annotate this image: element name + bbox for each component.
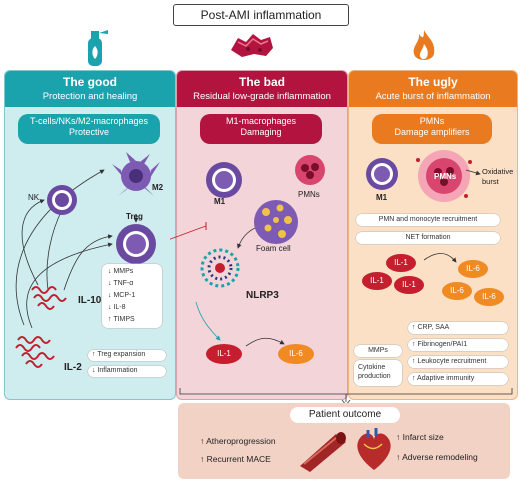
bad-il6-badge: IL-6	[278, 344, 314, 364]
il10-effect: ↓ IL-8	[108, 304, 126, 311]
bad-subtitle: Residual low-grade inflammation	[193, 91, 331, 102]
bad-diagram	[170, 155, 325, 347]
ugly-subheader: PMNs Damage amplifiers	[372, 114, 492, 144]
ugly-effect: ↑ Leukocyte recruitment	[408, 356, 508, 368]
il10-effect: ↓ MCP-1	[108, 292, 136, 299]
good-subhead-title: T-cells/NKs/M2-macrophages	[29, 116, 149, 126]
il10-effect: ↑ TIMPS	[108, 316, 135, 323]
bad-pmns-label: PMNs	[298, 190, 320, 199]
ugly-subhead-title: PMNs	[419, 116, 445, 126]
cytokine-label: Cytokine production	[358, 364, 391, 380]
nlrp3-label: NLRP3	[246, 290, 279, 301]
il10-effect: ↓ TNF-α	[108, 280, 134, 287]
ugly-il6-badge: IL-6	[458, 260, 488, 278]
outcome-right-1: ↑ Infarct size	[396, 432, 444, 442]
ugly-title: The ugly	[408, 75, 458, 89]
il2-effect-1: ↑ Treg expansion	[88, 350, 166, 361]
ugly-pmns-label: PMNs	[434, 172, 457, 181]
diagram-title: Post-AMI inflammation	[173, 4, 349, 26]
treg-label: Treg	[126, 212, 143, 221]
bad-subhead-title: M1-macrophages	[225, 116, 297, 126]
m2-label: M2	[152, 183, 164, 192]
bad-il1-badge: IL-1	[206, 344, 242, 364]
foam-cell-label: Foam cell	[256, 244, 291, 253]
outcome-left-1: ↑ Atheroprogression	[200, 436, 276, 446]
ugly-effect: ↑ Fibrinogen/PAI1	[408, 339, 508, 351]
good-subheader: T-cells/NKs/M2-macrophages Protective	[18, 114, 160, 144]
artery-icon	[300, 432, 346, 472]
il10-effects-box: ↓ MMPs ↓ TNF-α ↓ MCP-1 ↓ IL-8 ↑ TIMPS	[102, 264, 162, 328]
il2-label: IL-2	[64, 362, 82, 373]
ugly-diagram	[366, 150, 481, 263]
good-header: The good Protection and healing	[5, 71, 175, 107]
bad-subhead-sub: Damaging	[240, 127, 282, 137]
bad-m1-label: M1	[214, 197, 226, 206]
broken-debris-icon	[231, 34, 273, 57]
good-subhead-sub: Protective	[68, 127, 110, 137]
ugly-m1-label: M1	[376, 193, 388, 202]
outcome-title: Patient outcome	[290, 407, 400, 423]
ugly-header: The ugly Acute burst of inflammation	[349, 71, 517, 107]
ugly-il1-badge: IL-1	[394, 276, 424, 294]
cytokine-box: Cytokine production	[354, 360, 402, 386]
outcome-right-2: ↑ Adverse remodeling	[396, 452, 478, 462]
ugly-il6-badge: IL-6	[442, 282, 472, 300]
ugly-effect: ↑ CRP, SAA	[408, 322, 508, 334]
ugly-il6-badge: IL-6	[474, 288, 504, 306]
ugly-subhead-sub: Damage amplifiers	[394, 127, 470, 137]
mmps-pill: MMPs	[354, 345, 402, 357]
il2-effect-2: ↓ Inflammation	[88, 366, 166, 377]
bad-title: The bad	[238, 75, 285, 89]
good-title: The good	[63, 75, 117, 89]
ugly-il1-badge: IL-1	[362, 272, 392, 290]
ugly-pill-recruitment: PMN and monocyte recruitment	[356, 214, 500, 226]
heart-icon	[357, 428, 391, 470]
il10-label: IL-10	[78, 295, 102, 306]
il10-effect: ↓ MMPs	[108, 268, 134, 275]
flame-icon	[413, 30, 435, 60]
nk-label: NK	[28, 193, 40, 202]
bad-header: The bad Residual low-grade inflammation	[177, 71, 347, 107]
ugly-effect: ↑ Adaptive immunity	[408, 373, 508, 385]
good-subtitle: Protection and healing	[42, 91, 138, 102]
oxidative-burst-label: Oxidative burst	[482, 167, 514, 186]
fire-extinguisher-icon	[88, 30, 108, 66]
good-diagram	[15, 152, 160, 368]
ugly-il1-badge: IL-1	[386, 254, 416, 272]
outcome-left-2: ↑ Recurrent MACE	[200, 454, 271, 464]
ugly-subtitle: Acute burst of inflammation	[375, 91, 491, 102]
ugly-pill-net: NET formation	[356, 232, 500, 244]
bad-subheader: M1-macrophages Damaging	[200, 114, 322, 144]
